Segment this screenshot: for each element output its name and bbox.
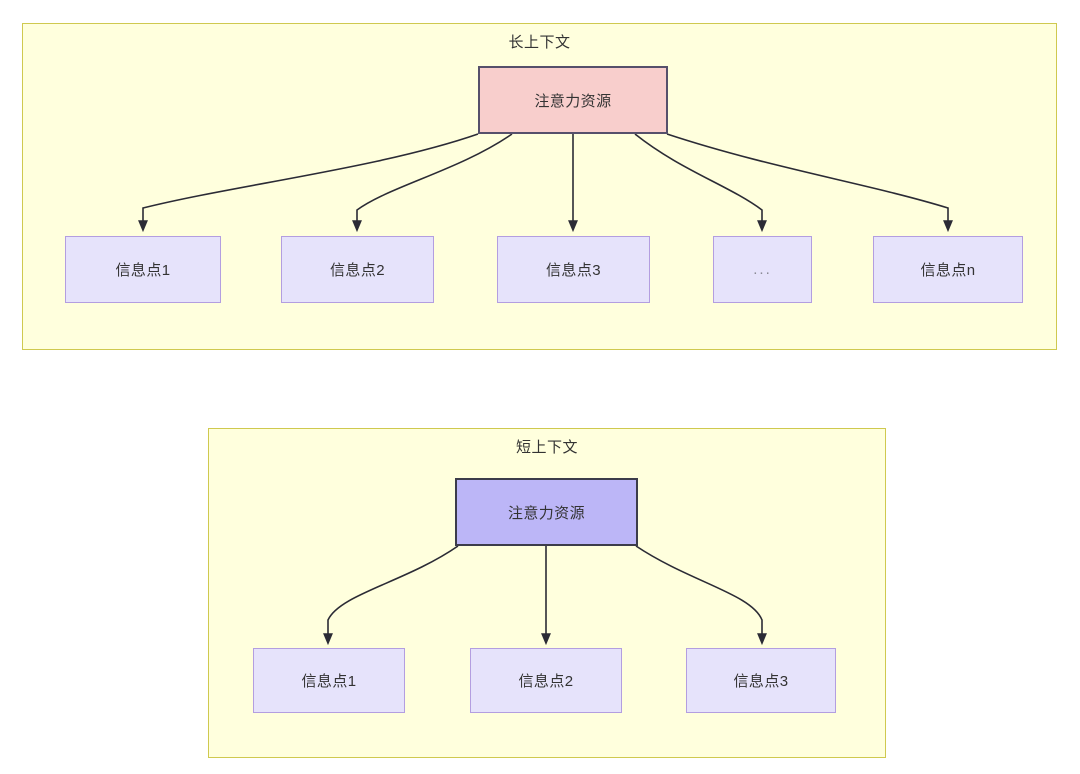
node-short-leaf-2[interactable]: 信息点2 bbox=[470, 648, 622, 713]
node-short-leaf-1-label: 信息点1 bbox=[301, 673, 357, 690]
node-root-short-label: 注意力资源 bbox=[507, 504, 585, 522]
node-long-leaf-1[interactable]: 信息点1 bbox=[65, 236, 221, 303]
node-long-leaf-3-label: 信息点3 bbox=[546, 262, 601, 279]
node-long-leaf-2-label: 信息点2 bbox=[330, 262, 385, 279]
node-root-short-attention-resource[interactable]: 注意力资源 bbox=[455, 478, 638, 546]
node-long-leaf-ellipsis[interactable]: ... bbox=[713, 236, 812, 303]
node-long-leaf-1-label: 信息点1 bbox=[115, 262, 171, 279]
node-long-leaf-n[interactable]: 信息点n bbox=[873, 236, 1023, 303]
node-long-leaf-ellipsis-label: ... bbox=[753, 261, 772, 278]
node-short-leaf-3-label: 信息点3 bbox=[733, 673, 789, 690]
node-short-leaf-2-label: 信息点2 bbox=[518, 673, 574, 690]
node-short-leaf-3[interactable]: 信息点3 bbox=[686, 648, 836, 713]
node-long-leaf-3[interactable]: 信息点3 bbox=[497, 236, 650, 303]
group-short-context-title: 短上下文 bbox=[515, 439, 578, 456]
node-root-long-label: 注意力资源 bbox=[534, 92, 612, 110]
node-short-leaf-1[interactable]: 信息点1 bbox=[253, 648, 405, 713]
node-long-leaf-n-label: 信息点n bbox=[920, 262, 976, 279]
node-long-leaf-2[interactable]: 信息点2 bbox=[281, 236, 434, 303]
group-long-context-title: 长上下文 bbox=[508, 34, 571, 51]
node-root-long-attention-resource[interactable]: 注意力资源 bbox=[478, 66, 668, 134]
